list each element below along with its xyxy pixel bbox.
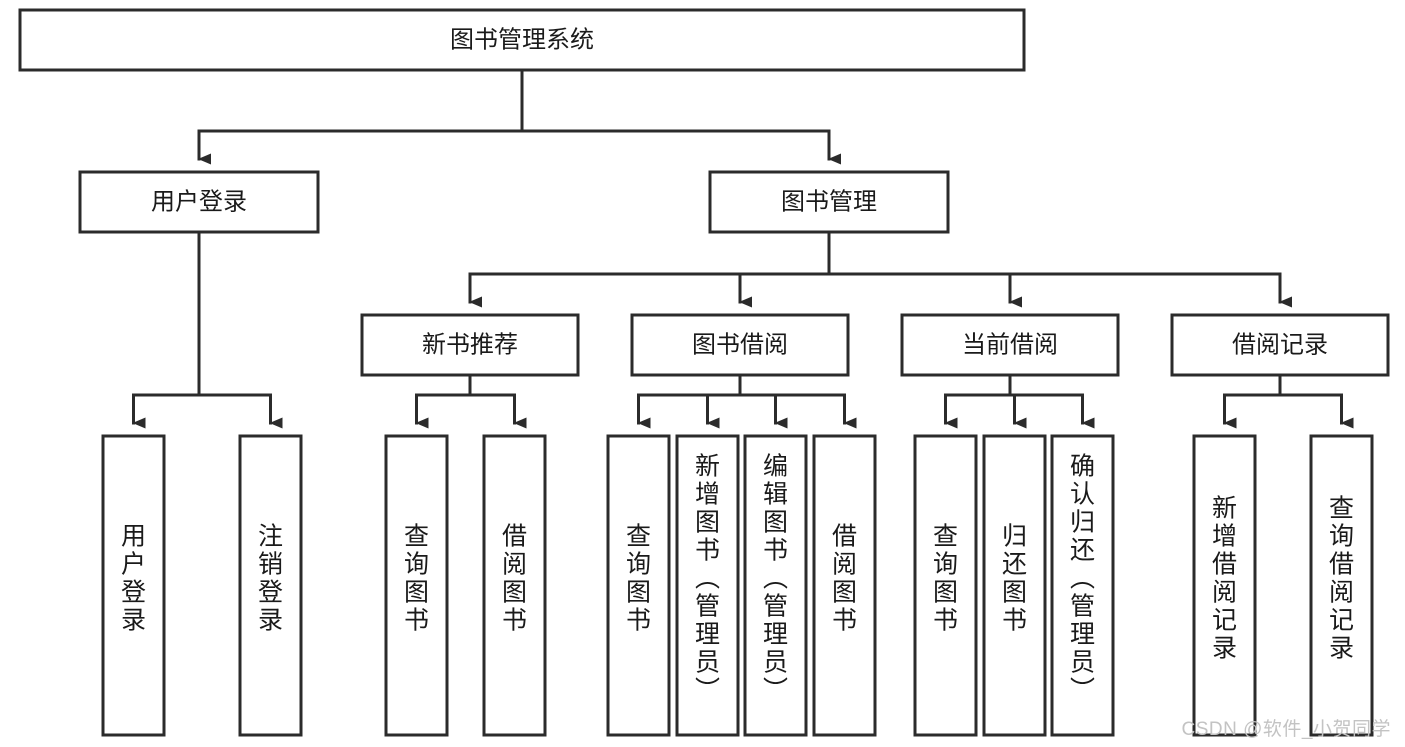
node-box-current-query-book[interactable] (913, 434, 978, 737)
node-book-borrow[interactable]: 图书借阅 (630, 313, 850, 377)
node-box-current-borrow[interactable] (900, 313, 1120, 377)
node-current-query-book[interactable]: 查询图书 (913, 434, 978, 737)
node-label-recommend-borrow-book: 借阅图书 (502, 523, 527, 635)
node-new-book-recommend[interactable]: 新书推荐 (360, 313, 580, 377)
node-label-records-query-record: 查询借阅记录 (1329, 495, 1354, 663)
node-label-leaf-user-login: 用户登录 (121, 523, 146, 635)
node-user-login[interactable]: 用户登录 (78, 170, 320, 234)
node-recommend-query-book[interactable]: 查询图书 (384, 434, 449, 737)
connector-group-new-book-recommend (415, 373, 527, 429)
node-box-borrow-query-book[interactable] (606, 434, 671, 737)
connector-group-current-borrow (944, 373, 1095, 429)
connector-group-user-login (132, 230, 283, 429)
node-label-borrow-borrow-book: 借阅图书 (832, 523, 857, 635)
node-box-current-confirm-return[interactable] (1050, 434, 1115, 737)
node-label-current-query-book: 查询图书 (933, 523, 958, 635)
connector-group-book-borrow (637, 373, 857, 429)
node-records-query-record[interactable]: 查询借阅记录 (1309, 434, 1374, 737)
node-borrow-borrow-book[interactable]: 借阅图书 (812, 434, 877, 737)
node-current-borrow[interactable]: 当前借阅 (900, 313, 1120, 377)
node-label-new-book-recommend: 新书推荐 (422, 331, 518, 358)
node-leaf-user-login[interactable]: 用户登录 (101, 434, 166, 737)
node-label-borrow-edit-book: 编辑图书︵管理员︶ (763, 453, 788, 705)
node-root[interactable]: 图书管理系统 (18, 8, 1026, 72)
node-box-user-login[interactable] (78, 170, 320, 234)
node-book-management[interactable]: 图书管理 (708, 170, 950, 234)
node-box-borrow-add-book[interactable] (675, 434, 740, 737)
node-box-leaf-user-logout[interactable] (238, 434, 303, 737)
node-label-records-add-record: 新增借阅记录 (1212, 495, 1237, 663)
node-label-root: 图书管理系统 (450, 26, 594, 53)
node-box-records-query-record[interactable] (1309, 434, 1374, 737)
node-borrow-edit-book[interactable]: 编辑图书︵管理员︶ (743, 434, 808, 737)
node-recommend-borrow-book[interactable]: 借阅图书 (482, 434, 547, 737)
node-box-book-borrow[interactable] (630, 313, 850, 377)
node-label-borrow-query-book: 查询图书 (626, 523, 651, 635)
node-records-add-record[interactable]: 新增借阅记录 (1192, 434, 1257, 737)
node-label-user-login: 用户登录 (151, 188, 247, 215)
node-box-book-management[interactable] (708, 170, 950, 234)
node-leaf-user-logout[interactable]: 注销登录 (238, 434, 303, 737)
node-borrow-add-book[interactable]: 新增图书︵管理员︶ (675, 434, 740, 737)
node-borrow-records[interactable]: 借阅记录 (1170, 313, 1390, 377)
node-current-return-book[interactable]: 归还图书 (982, 434, 1047, 737)
nodes-layer: 图书管理系统用户登录用户登录注销登录图书管理新书推荐查询图书借阅图书图书借阅查询… (18, 8, 1390, 737)
connector-group-book-management (468, 230, 1292, 308)
node-box-root[interactable] (18, 8, 1026, 72)
csdn-watermark: CSDN @软件_小贺同学 (1181, 719, 1391, 740)
node-label-current-confirm-return: 确认归还︵管理员︶ (1070, 453, 1095, 705)
node-label-recommend-query-book: 查询图书 (404, 523, 429, 635)
node-box-new-book-recommend[interactable] (360, 313, 580, 377)
node-label-book-management: 图书管理 (781, 188, 877, 215)
node-label-book-borrow: 图书借阅 (692, 331, 788, 358)
node-box-borrow-edit-book[interactable] (743, 434, 808, 737)
node-label-current-borrow: 当前借阅 (962, 331, 1058, 358)
connector-group-borrow-records (1223, 373, 1354, 429)
node-box-leaf-user-login[interactable] (101, 434, 166, 737)
node-label-current-return-book: 归还图书 (1002, 523, 1027, 635)
node-label-borrow-add-book: 新增图书︵管理员︶ (695, 453, 720, 705)
node-box-recommend-query-book[interactable] (384, 434, 449, 737)
node-box-recommend-borrow-book[interactable] (482, 434, 547, 737)
node-box-borrow-records[interactable] (1170, 313, 1390, 377)
node-current-confirm-return[interactable]: 确认归还︵管理员︶ (1050, 434, 1115, 737)
connectors-layer (132, 68, 1354, 429)
node-box-records-add-record[interactable] (1192, 434, 1257, 737)
node-box-borrow-borrow-book[interactable] (812, 434, 877, 737)
node-box-current-return-book[interactable] (982, 434, 1047, 737)
node-label-borrow-records: 借阅记录 (1232, 331, 1328, 358)
node-borrow-query-book[interactable]: 查询图书 (606, 434, 671, 737)
connector-group-root (197, 68, 841, 165)
node-label-leaf-user-logout: 注销登录 (258, 523, 283, 635)
